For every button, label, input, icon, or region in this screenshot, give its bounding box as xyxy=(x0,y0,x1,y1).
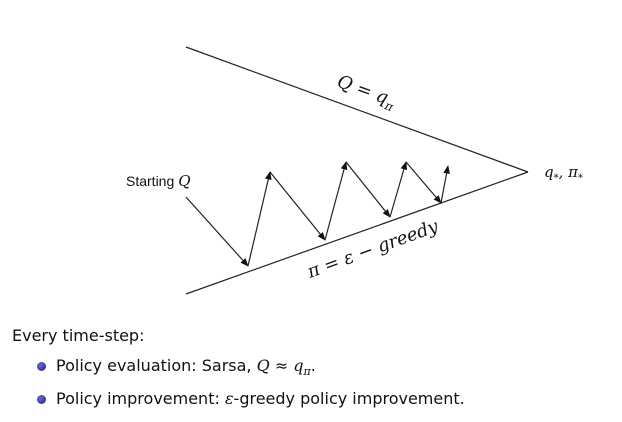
bullet-icon xyxy=(37,362,46,371)
arrow-up-2 xyxy=(324,161,348,241)
arrow-up-3 xyxy=(389,161,408,218)
arrow-down-3 xyxy=(405,161,442,204)
lower-line-label: π = ε − greedy xyxy=(304,216,442,283)
upper-line xyxy=(185,46,529,173)
arrow-start-to-policy xyxy=(185,196,249,267)
zigzag-arrows xyxy=(185,161,450,267)
arrow-down-2 xyxy=(345,161,391,218)
bullet-policy-evaluation: Policy evaluation: Sarsa, Q ≈ qπ. xyxy=(37,356,465,389)
apex-label: q*, π* xyxy=(544,163,583,184)
upper-line-label: Q = qπ xyxy=(333,71,399,115)
bullet-icon xyxy=(37,395,46,404)
lower-line xyxy=(185,171,529,295)
arrow-down-1 xyxy=(269,171,326,241)
bullet-policy-improvement: Policy improvement: ε-greedy policy impr… xyxy=(37,389,465,422)
caption: Every time-step: xyxy=(12,326,145,345)
arrow-up-4 xyxy=(440,165,450,204)
arrow-up-1 xyxy=(247,171,272,267)
bullet-list: Policy evaluation: Sarsa, Q ≈ qπ. Policy… xyxy=(37,356,465,422)
